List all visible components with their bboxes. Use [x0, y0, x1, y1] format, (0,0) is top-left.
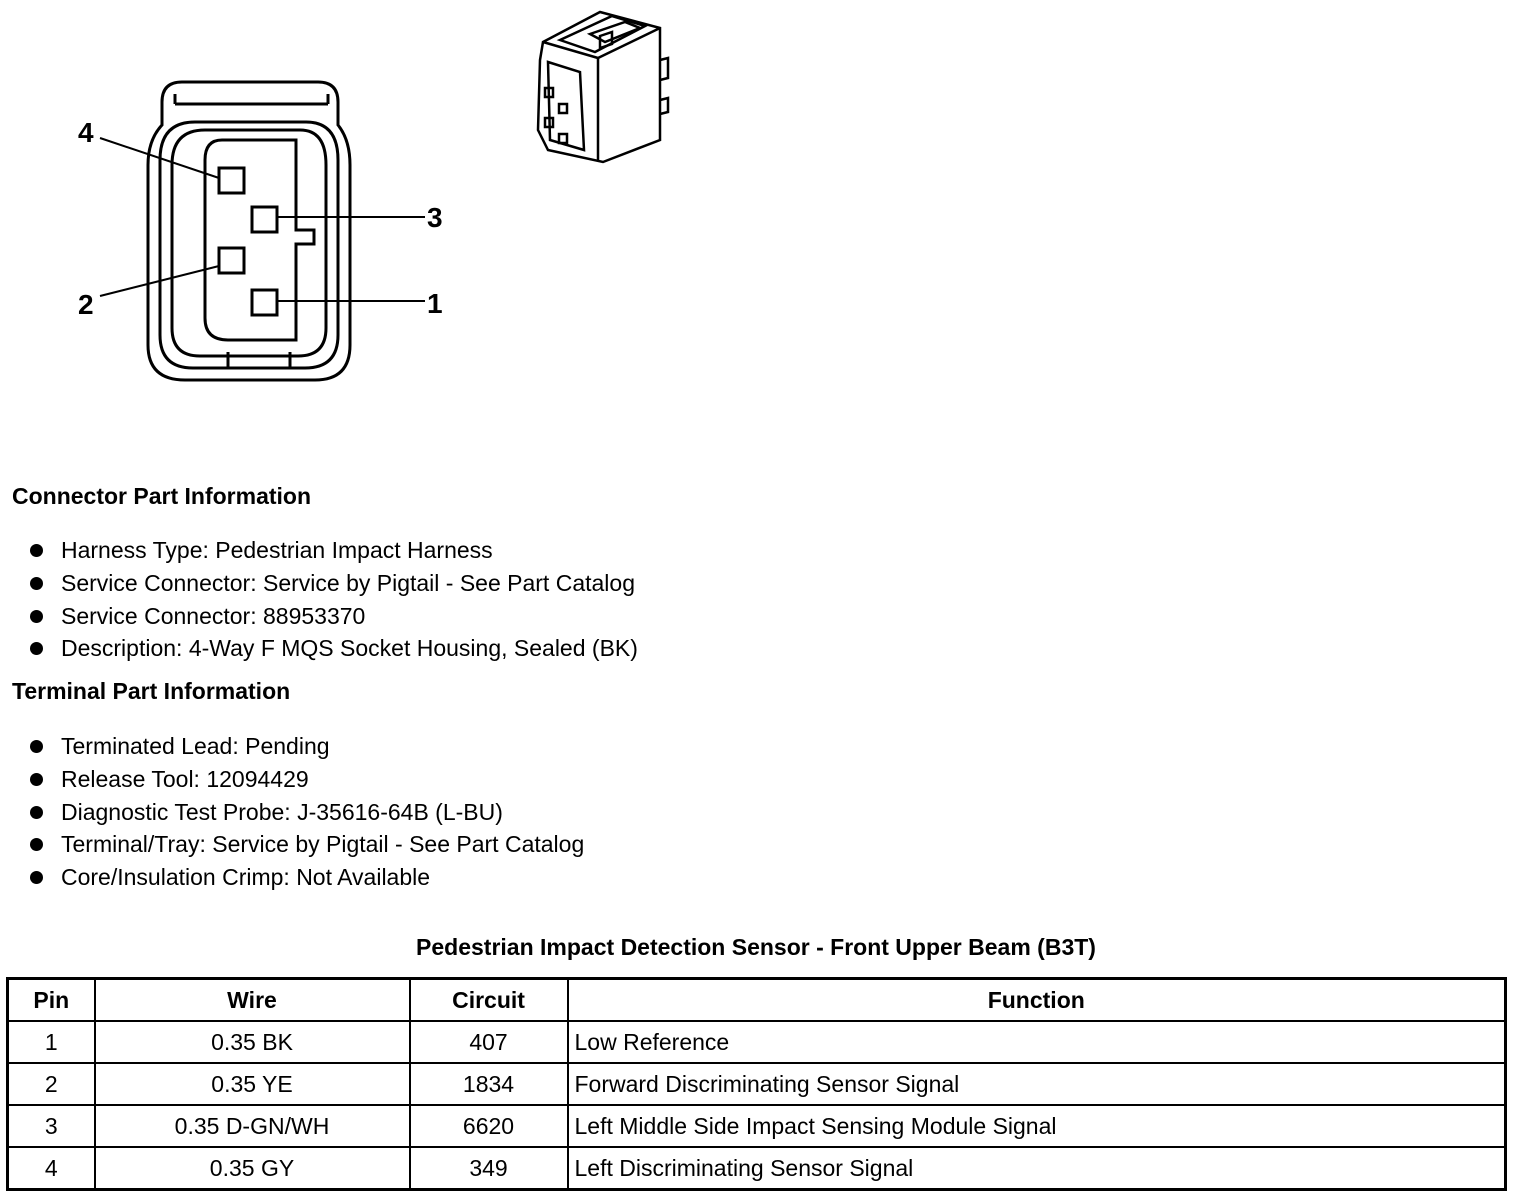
pin-callout-3: 3	[427, 202, 443, 233]
pin-callout-2: 2	[78, 289, 94, 320]
list-item: Service Connector: Service by Pigtail - …	[30, 567, 638, 600]
list-item: Service Connector: 88953370	[30, 600, 638, 633]
cell-function: Forward Discriminating Sensor Signal	[566, 1062, 1507, 1106]
header-pin: Pin	[6, 977, 96, 1022]
pin-table-title: Pedestrian Impact Detection Sensor - Fro…	[416, 934, 1096, 960]
table-row: 3 0.35 D-GN/WH 6620 Left Middle Side Imp…	[6, 1104, 1507, 1148]
table-row: 1 0.35 BK 407 Low Reference	[6, 1020, 1507, 1064]
list-item: Core/Insulation Crimp: Not Available	[30, 861, 584, 894]
connector-info-title: Connector Part Information	[12, 483, 312, 509]
list-item: Description: 4-Way F MQS Socket Housing,…	[30, 632, 638, 665]
pin-callout-4: 4	[78, 117, 94, 148]
pin-table: Pin Wire Circuit Function 1 0.35 BK 407 …	[6, 977, 1507, 1191]
table-row: 4 0.35 GY 349 Left Discriminating Sensor…	[6, 1146, 1507, 1191]
cell-wire: 0.35 BK	[93, 1020, 411, 1064]
cell-circuit: 407	[408, 1020, 569, 1064]
connector-3d-view	[536, 10, 670, 164]
terminal-info-list: Terminated Lead: Pending Release Tool: 1…	[30, 730, 584, 894]
cell-circuit: 6620	[408, 1104, 569, 1148]
terminal-info-title: Terminal Part Information	[12, 678, 291, 704]
cell-function: Left Middle Side Impact Sensing Module S…	[566, 1104, 1507, 1148]
cell-wire: 0.35 YE	[93, 1062, 411, 1106]
cell-wire: 0.35 D-GN/WH	[93, 1104, 411, 1148]
table-row: 2 0.35 YE 1834 Forward Discriminating Se…	[6, 1062, 1507, 1106]
cell-wire: 0.35 GY	[93, 1146, 411, 1191]
cell-pin: 1	[6, 1020, 96, 1064]
cell-circuit: 1834	[408, 1062, 569, 1106]
connector-info-list: Harness Type: Pedestrian Impact Harness …	[30, 534, 638, 665]
list-item: Release Tool: 12094429	[30, 763, 584, 796]
list-item: Terminal/Tray: Service by Pigtail - See …	[30, 828, 584, 861]
cell-circuit: 349	[408, 1146, 569, 1191]
list-item: Terminated Lead: Pending	[30, 730, 584, 763]
header-circuit: Circuit	[408, 977, 569, 1022]
cell-pin: 3	[6, 1104, 96, 1148]
header-wire: Wire	[93, 977, 411, 1022]
list-item: Harness Type: Pedestrian Impact Harness	[30, 534, 638, 567]
pin-callout-1: 1	[427, 288, 443, 319]
cell-function: Low Reference	[566, 1020, 1507, 1064]
connector-face-diagram: 4 3 2 1	[78, 10, 670, 382]
cell-pin: 4	[6, 1146, 96, 1191]
list-item: Diagnostic Test Probe: J-35616-64B (L-BU…	[30, 796, 584, 829]
table-header-row: Pin Wire Circuit Function	[6, 977, 1507, 1022]
header-function: Function	[566, 977, 1507, 1022]
cell-pin: 2	[6, 1062, 96, 1106]
cell-function: Left Discriminating Sensor Signal	[566, 1146, 1507, 1191]
